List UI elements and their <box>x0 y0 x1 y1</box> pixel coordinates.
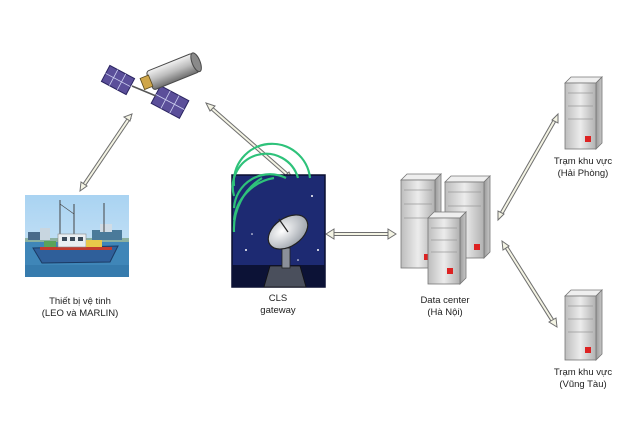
device-caption: Thiết bị vệ tinh (LEO và MARLIN) <box>20 296 140 320</box>
server-cluster-icon <box>400 173 491 285</box>
arrow-satellite-gateway <box>205 102 294 181</box>
datacenter-caption: Data center (Hà Nội) <box>400 295 490 319</box>
haiphong-caption: Trạm khu vực (Hải Phòng) <box>543 156 623 180</box>
arrow-datacenter-vungtau <box>501 239 558 328</box>
arrow-satellite-device <box>79 113 133 193</box>
arrow-datacenter-haiphong <box>497 112 559 222</box>
gateway-caption-line2: gateway <box>260 305 296 316</box>
datacenter-caption-line2: (Hà Nội) <box>427 307 463 318</box>
vungtau-caption-line2: (Vũng Tàu) <box>559 379 607 390</box>
server-unit <box>427 211 467 285</box>
vungtau-caption: Trạm khu vực (Vũng Tàu) <box>543 367 623 391</box>
gateway-caption-line1: CLS <box>268 293 288 304</box>
device-caption-line2: (LEO và MARLIN) <box>41 308 119 319</box>
datacenter-caption-line1: Data center <box>420 295 470 306</box>
device-caption-line1: Thiết bị vệ tinh <box>49 296 111 307</box>
fishing-boat-icon <box>25 195 129 277</box>
satellite-icon <box>100 52 202 120</box>
server-icon-haiphong <box>564 76 603 150</box>
arrow-gateway-datacenter <box>325 228 397 240</box>
server-icon-vungtau <box>564 289 603 361</box>
haiphong-caption-line1: Trạm khu vực <box>553 156 613 167</box>
haiphong-caption-line2: (Hải Phòng) <box>557 168 609 179</box>
satellite-dish-icon <box>231 142 326 288</box>
gateway-caption: CLS gateway <box>238 293 318 317</box>
vungtau-caption-line1: Trạm khu vực <box>553 367 613 378</box>
